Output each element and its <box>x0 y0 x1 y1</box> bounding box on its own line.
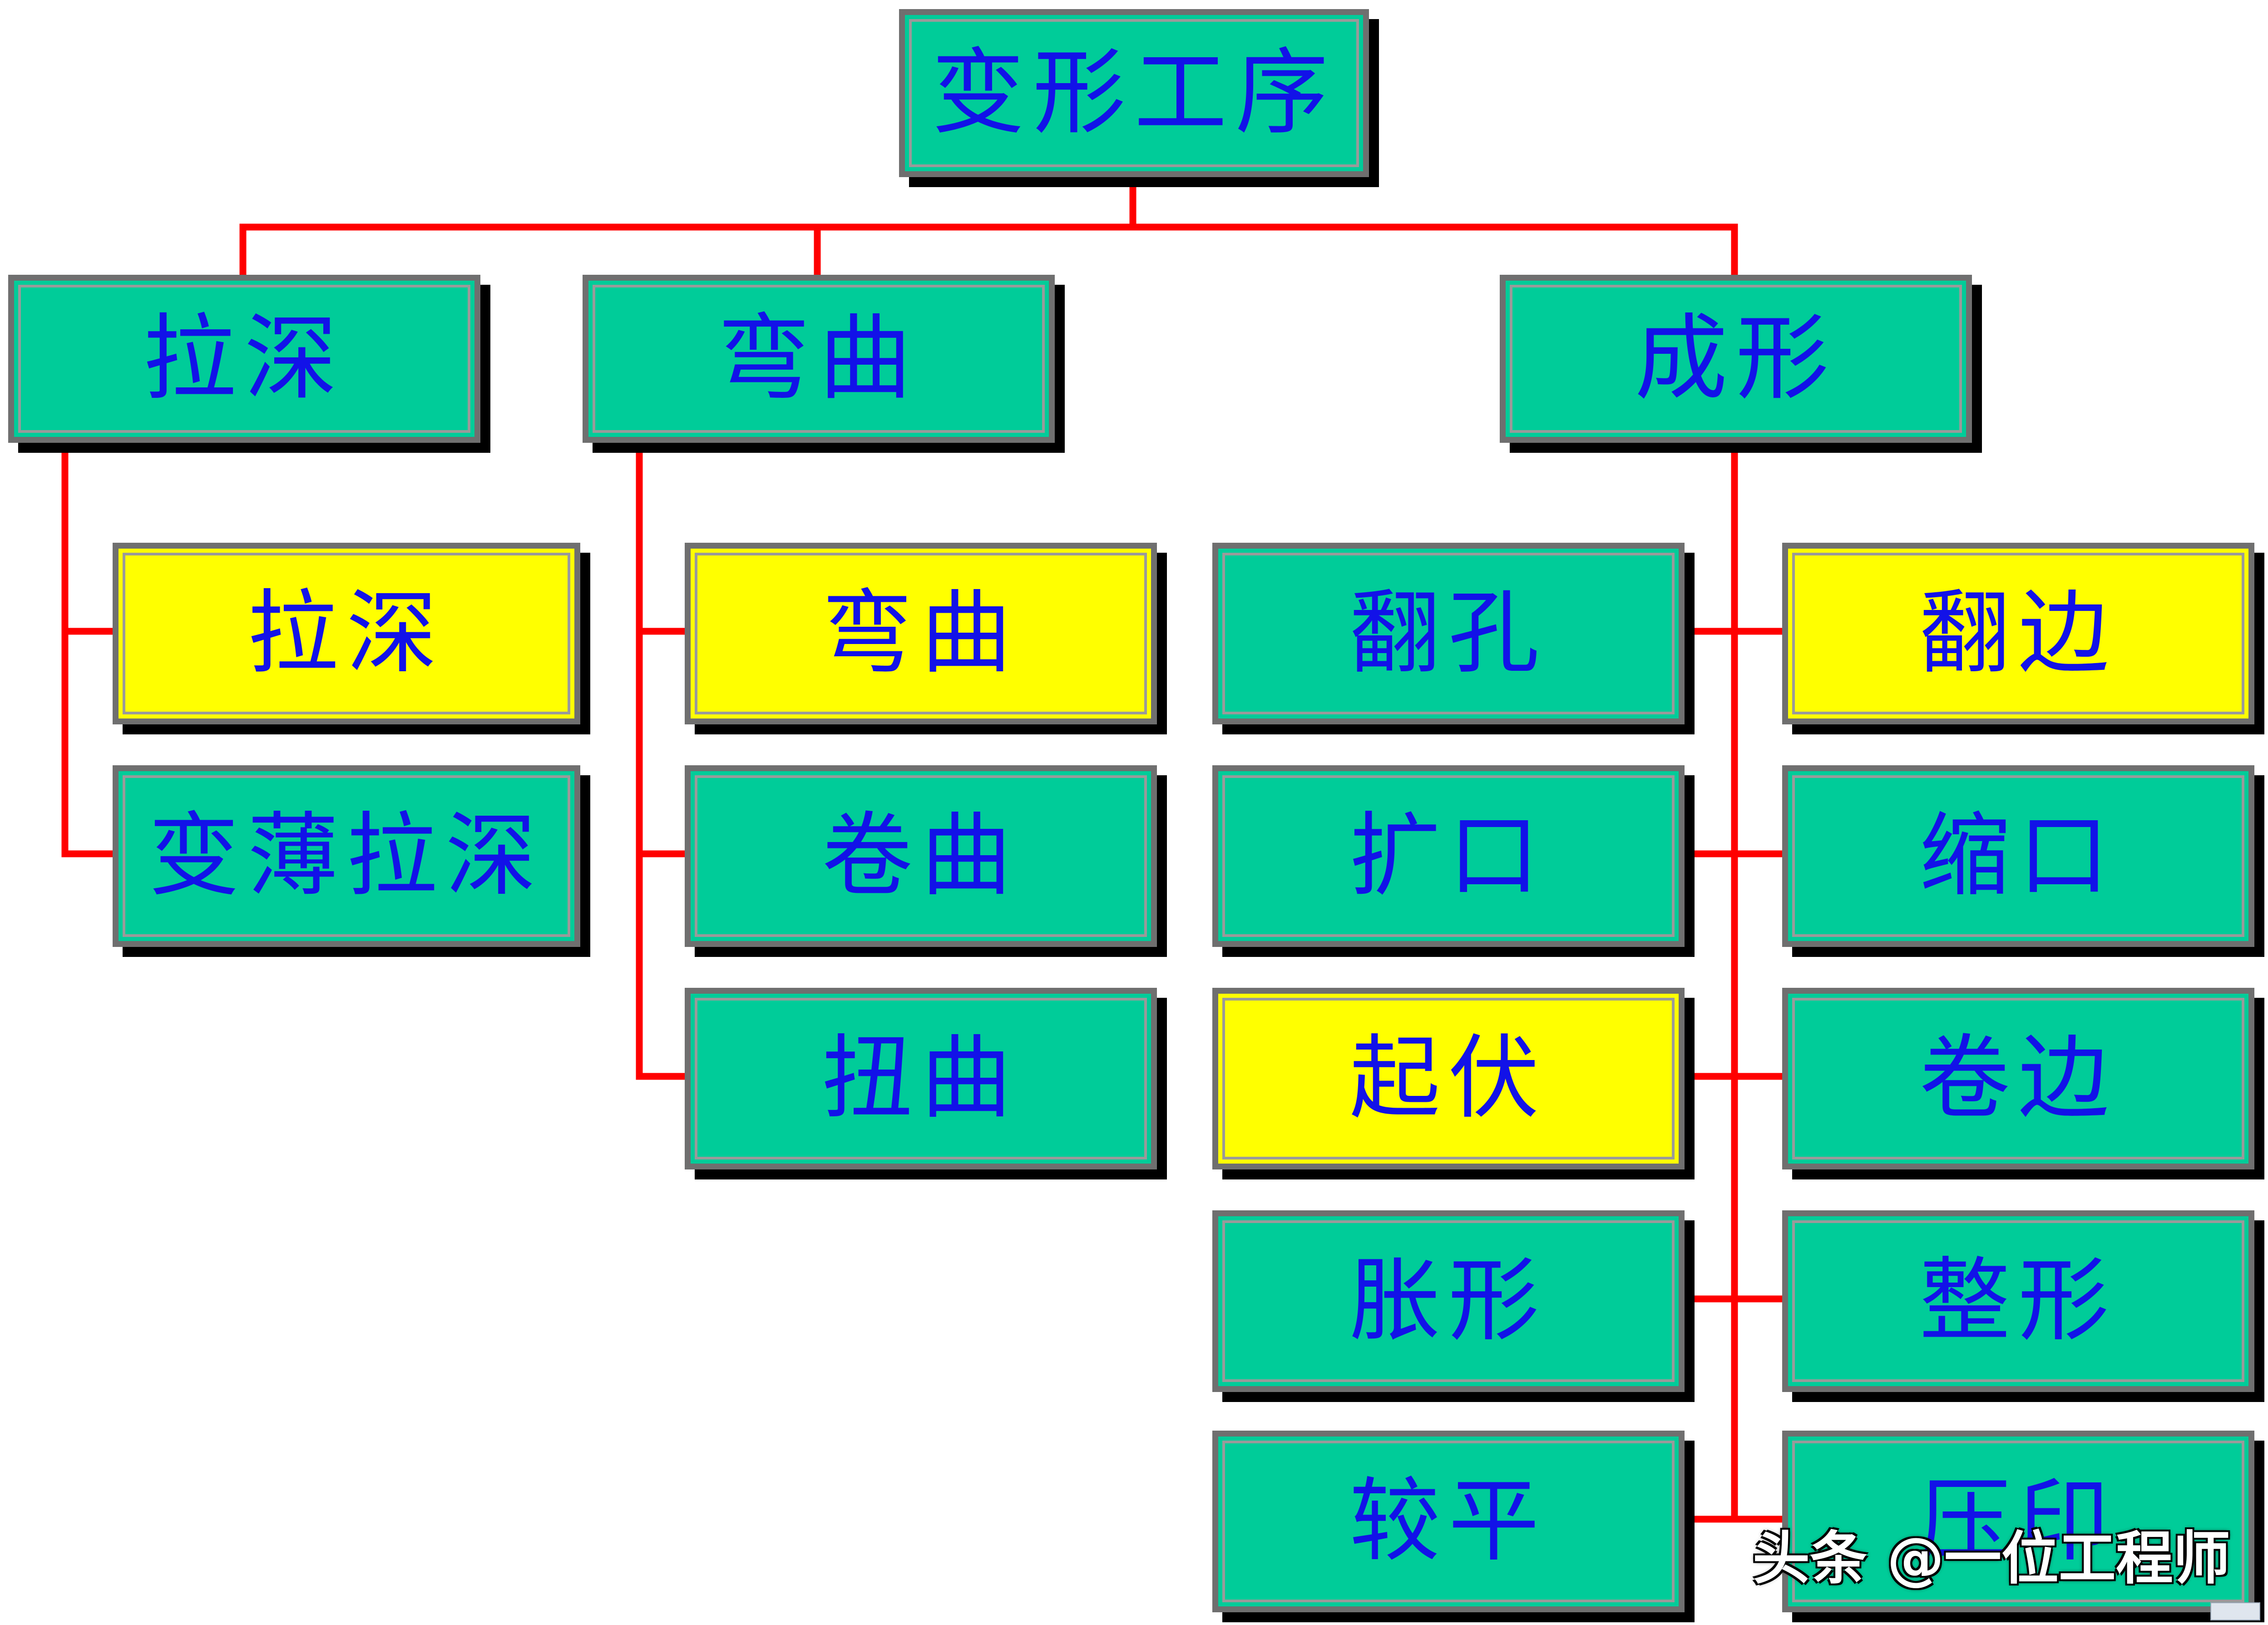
watermark-text: 头条 @一位工程师 <box>1753 1525 2230 1592</box>
process-node-zhengxing: 整形 <box>1782 1210 2254 1392</box>
root-label: 变形工序 <box>931 39 1337 147</box>
process-label: 卷曲 <box>821 803 1020 909</box>
process-label: 翻孔 <box>1349 580 1547 686</box>
process-node-juanqu: 卷曲 <box>685 765 1157 947</box>
process-label: 胀形 <box>1349 1248 1547 1354</box>
process-label: 卷边 <box>1919 1026 2117 1131</box>
process-label: 起伏 <box>1349 1026 1547 1131</box>
process-node-juanbian: 卷边 <box>1782 988 2254 1169</box>
process-label: 整形 <box>1919 1248 2117 1354</box>
process-label: 变薄拉深 <box>148 803 544 909</box>
process-node-wanqu: 弯曲 <box>685 543 1157 724</box>
category-node-lashen: 拉深 <box>8 275 480 443</box>
process-node-zhangxing: 胀形 <box>1212 1210 1685 1392</box>
category-label: 拉深 <box>143 304 346 413</box>
process-label: 弯曲 <box>821 580 1020 686</box>
process-node-suokou: 缩口 <box>1782 765 2254 947</box>
process-label: 扩口 <box>1349 803 1547 909</box>
process-node-fanbian: 翻边 <box>1782 543 2254 724</box>
process-label: 缩口 <box>1919 803 2117 909</box>
category-node-wanqu: 弯曲 <box>583 275 1055 443</box>
process-label: 翻边 <box>1919 580 2117 686</box>
process-node-jiaoping: 较平 <box>1212 1431 1685 1612</box>
process-label: 拉深 <box>247 580 445 686</box>
process-label: 较平 <box>1349 1468 1547 1574</box>
process-node-niuqu: 扭曲 <box>685 988 1157 1169</box>
process-node-fankong: 翻孔 <box>1212 543 1685 724</box>
process-node-bianbo-lashen: 变薄拉深 <box>113 765 580 947</box>
root-node: 变形工序 <box>899 9 1369 177</box>
corner-logo-icon <box>2210 1602 2260 1620</box>
category-label: 成形 <box>1635 304 1837 413</box>
category-node-chengxing: 成形 <box>1500 275 1972 443</box>
process-label: 扭曲 <box>821 1026 1020 1131</box>
category-label: 弯曲 <box>717 304 920 413</box>
process-node-kuokou: 扩口 <box>1212 765 1685 947</box>
process-label: 压印 <box>1919 1468 2117 1574</box>
process-node-yayin: 压印 <box>1782 1431 2254 1612</box>
process-node-lashen: 拉深 <box>113 543 580 724</box>
process-node-qifu: 起伏 <box>1212 988 1685 1169</box>
